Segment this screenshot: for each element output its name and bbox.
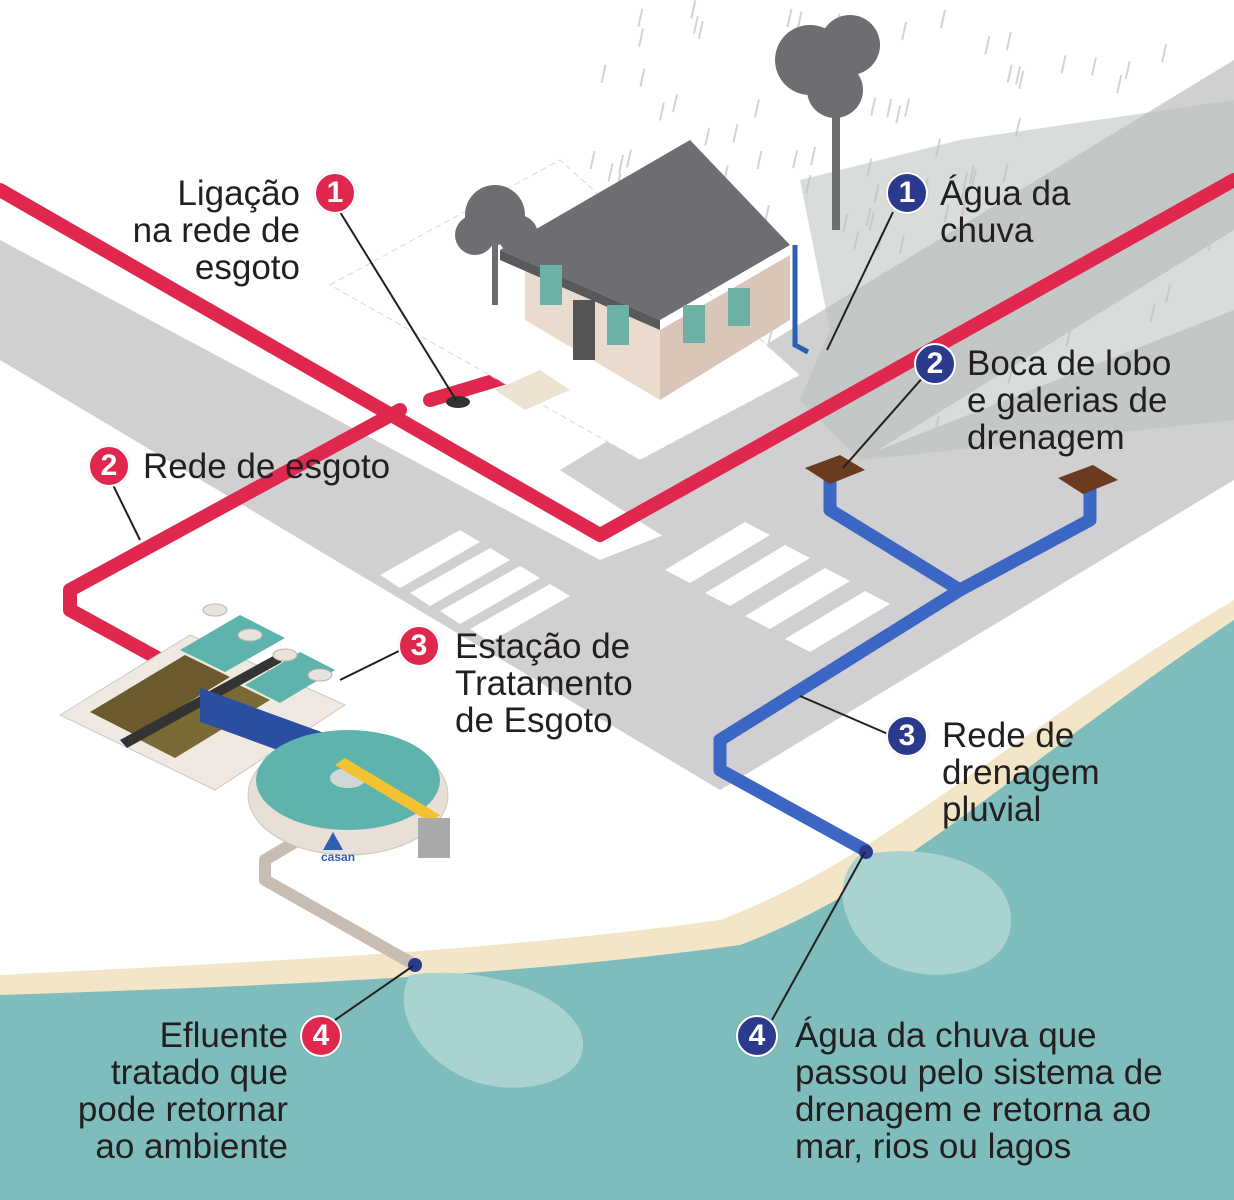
label-drainage-2: Boca de lobo e galerias de drenagem — [967, 344, 1172, 457]
label-sewage-3: Estação de Tratamento de Esgoto — [455, 627, 633, 740]
rain-drop — [704, 127, 711, 146]
rain-drop — [626, 149, 632, 168]
tree-right — [775, 15, 880, 230]
crosswalk-left — [380, 530, 570, 642]
rain-drop — [697, 20, 704, 40]
rain-drop — [904, 98, 911, 117]
casan-logo: casan — [321, 850, 356, 864]
label-sewage-2: Rede de esgoto — [143, 447, 391, 486]
house — [328, 140, 810, 461]
rain-drop — [639, 68, 646, 87]
rain-drop — [1018, 70, 1025, 90]
label-drainage-4: Água da chuva que passou pelo sistema de… — [795, 1016, 1163, 1166]
badge-drainage-4: 4 — [736, 1015, 778, 1057]
rain-drop — [792, 149, 799, 169]
badge-drainage-1: 1 — [886, 172, 928, 214]
rain-drop — [1005, 31, 1012, 51]
badge-drainage-2: 2 — [914, 343, 956, 385]
rain-drop — [786, 8, 793, 28]
rain-drop — [637, 8, 644, 28]
storm-drain-grates — [805, 455, 1118, 494]
tree-left — [455, 185, 538, 305]
rain-drop — [1015, 66, 1022, 85]
label-drainage-1: Água da chuva — [940, 174, 1071, 250]
treated-effluent-pipe — [259, 836, 421, 971]
plume-treated — [403, 972, 584, 1088]
rain-drop — [600, 64, 607, 84]
plume-drainage — [842, 851, 1011, 975]
treatment-plant — [58, 603, 450, 858]
rain-drop — [796, 11, 803, 30]
rain-drop — [732, 124, 739, 143]
rain-drop — [886, 98, 893, 118]
badge-sewage-4: 4 — [300, 1015, 342, 1057]
rain-drop — [1006, 64, 1013, 83]
rain-drop — [672, 93, 679, 113]
rain-drop — [1090, 57, 1097, 76]
rain-drop — [756, 150, 763, 170]
badge-sewage-2: 2 — [88, 445, 130, 487]
drainage-pipe — [713, 473, 1097, 857]
rain-drop — [1124, 60, 1131, 80]
rain-drop — [810, 146, 817, 166]
rain-drop — [589, 150, 596, 170]
rain-drop — [607, 163, 614, 182]
crosswalk-right — [665, 522, 890, 652]
rain-drop — [901, 21, 908, 41]
rain-drop — [1116, 74, 1123, 94]
sea — [0, 620, 1234, 1200]
rain-drop — [939, 9, 946, 29]
rain-drop — [984, 36, 991, 55]
rain-drop — [1161, 43, 1168, 63]
label-sewage-1: Ligação na rede de esgoto — [132, 174, 300, 287]
rain-drop — [1060, 55, 1067, 74]
rain-drop — [895, 105, 902, 124]
rain-drop — [658, 102, 665, 121]
badge-sewage-3: 3 — [398, 625, 440, 667]
leader-lines — [112, 211, 926, 1021]
badge-sewage-1: 1 — [314, 172, 356, 214]
rain-drop — [692, 15, 699, 34]
rain-drop — [618, 154, 625, 174]
rain-drop — [754, 99, 760, 118]
rain-drop — [870, 97, 877, 116]
badge-drainage-3: 3 — [886, 715, 928, 757]
drainage-outlet — [859, 845, 873, 859]
road-left — [0, 240, 1234, 790]
rain-drop — [690, 0, 697, 19]
effluent-outlet — [408, 958, 422, 972]
rain-drop — [638, 28, 645, 47]
label-drainage-3: Rede de drenagem pluvial — [942, 716, 1100, 829]
label-sewage-4: Efluente tratado que pode retornar ao am… — [77, 1016, 288, 1166]
